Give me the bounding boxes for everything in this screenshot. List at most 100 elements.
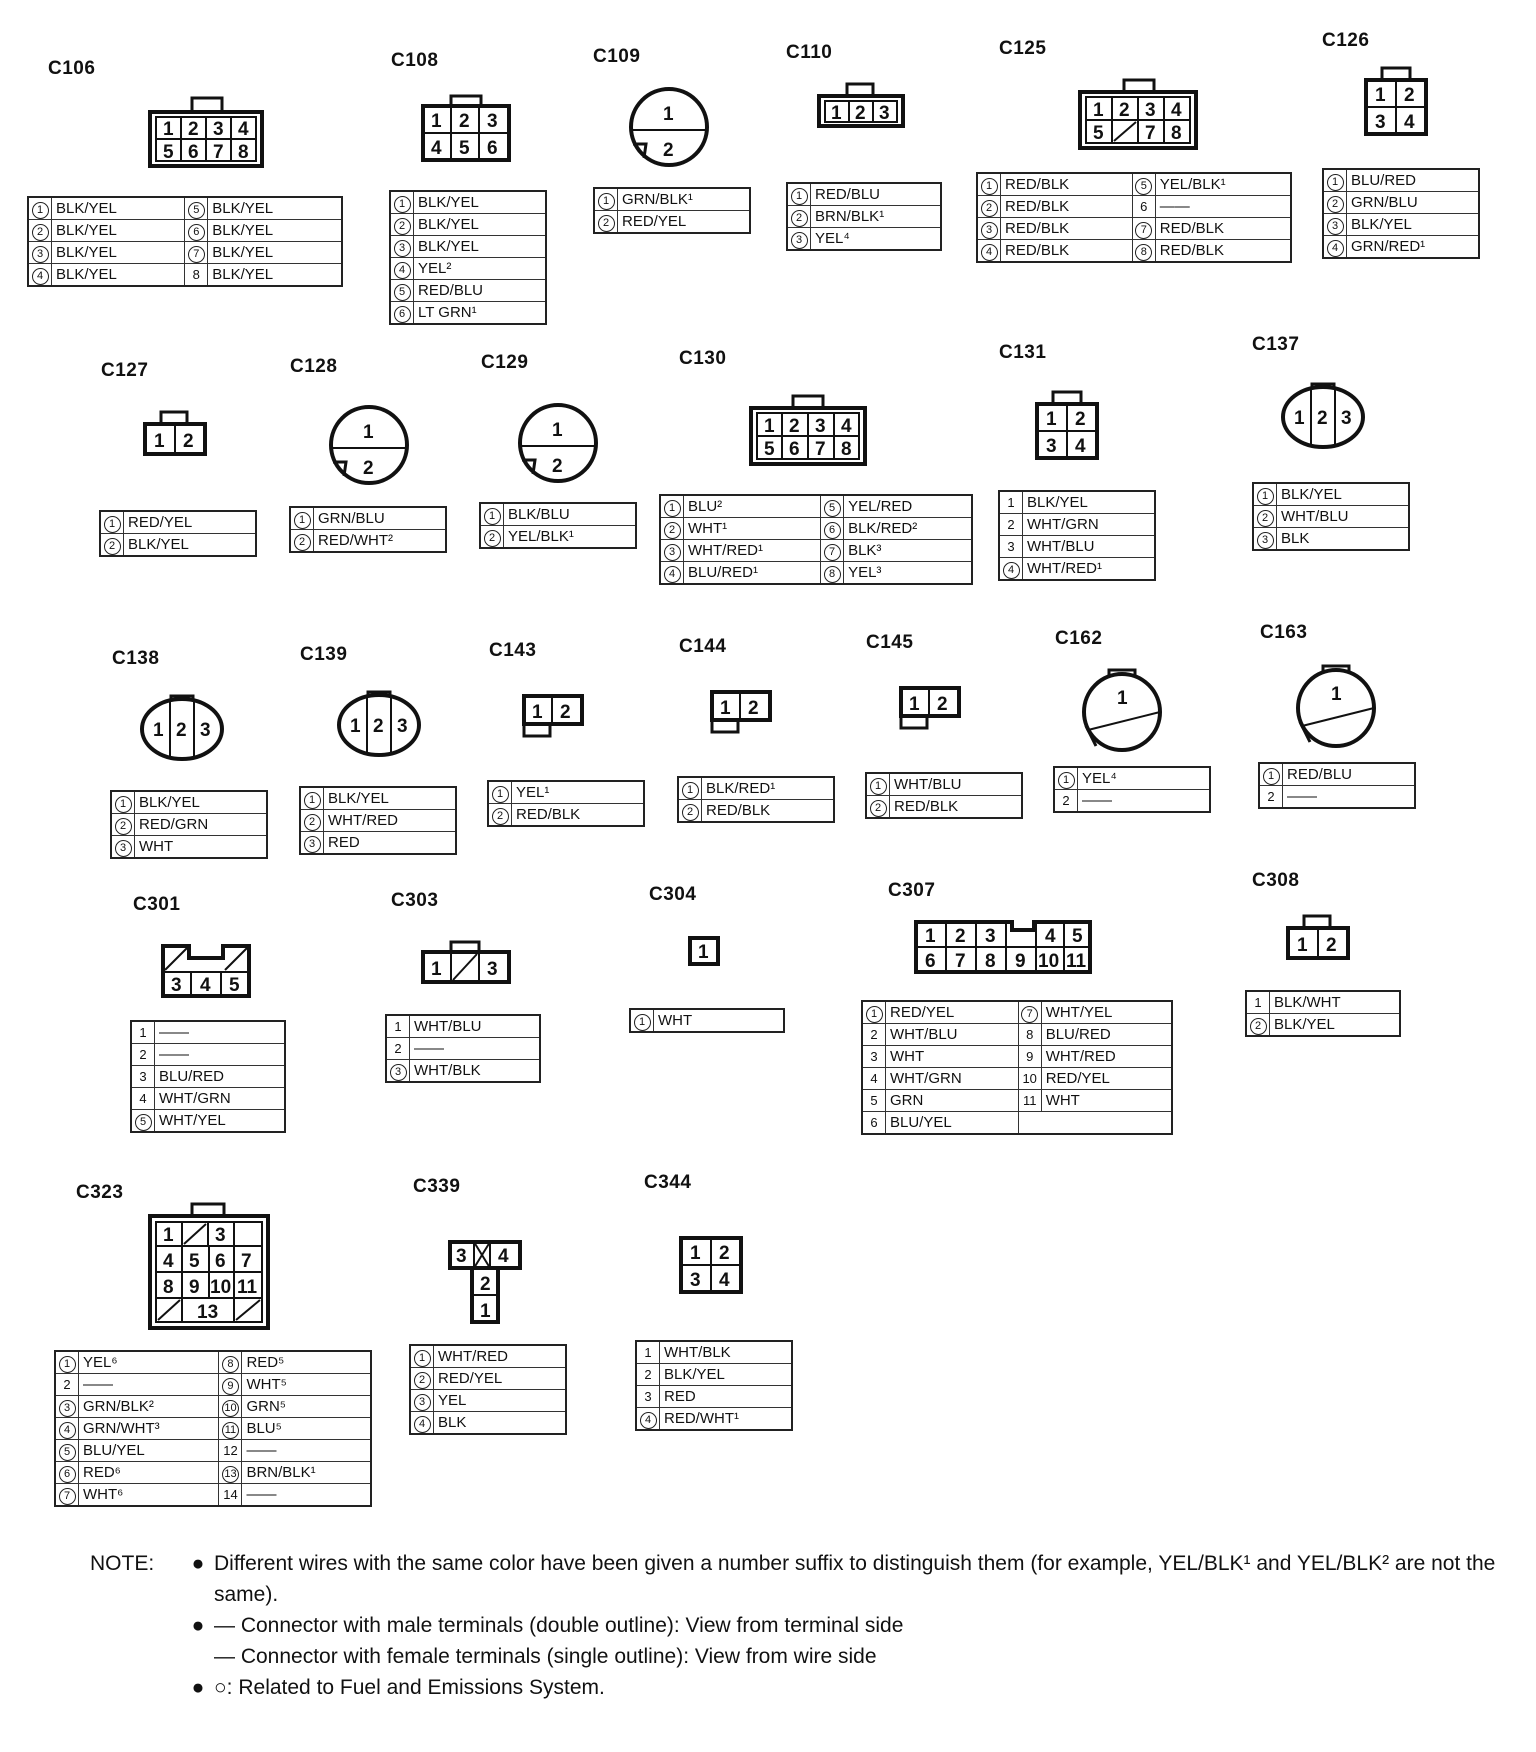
pin-number: 3	[1252, 527, 1277, 551]
pin-number: 3	[389, 235, 414, 258]
wire-color: YEL¹	[511, 780, 645, 804]
wire-color: WHT	[885, 1045, 1019, 1068]
connector-id: C308	[1252, 870, 1300, 891]
wire-color: RED/YEL	[123, 510, 257, 534]
svg-text:7: 7	[241, 1251, 252, 1272]
note-bullet-2a: — Connector with male terminals (double …	[214, 1614, 904, 1637]
connector-id: C143	[489, 640, 537, 661]
bullet-icon: ●	[191, 1552, 205, 1575]
pin-number: 3	[385, 1059, 410, 1083]
wire-color: BLK/YEL	[207, 263, 343, 287]
svg-text:4: 4	[498, 1246, 509, 1267]
note-label: NOTE:	[90, 1552, 155, 1575]
svg-text:1: 1	[363, 422, 374, 443]
svg-text:8: 8	[841, 439, 852, 460]
svg-text:2: 2	[373, 716, 384, 737]
pin-number: 3	[998, 535, 1023, 558]
pin-number: 7	[184, 241, 209, 264]
pin-number: 2	[659, 517, 684, 540]
svg-text:1: 1	[532, 702, 543, 723]
pin-number: 5	[130, 1109, 155, 1133]
pin-number: 2	[861, 1023, 886, 1046]
svg-text:3: 3	[213, 119, 224, 140]
pin-number: 1	[861, 1000, 886, 1024]
svg-text:8: 8	[1171, 123, 1182, 144]
svg-text:8: 8	[163, 1277, 174, 1298]
pin-number: 3	[110, 835, 135, 859]
connector-id: C304	[649, 884, 697, 905]
svg-text:4: 4	[1045, 926, 1056, 947]
svg-text:3: 3	[985, 926, 996, 947]
svg-text:1: 1	[1297, 935, 1308, 956]
pin-number: 2	[479, 525, 504, 549]
wire-color: RED/YEL	[617, 210, 751, 234]
wire-color: WHT	[1040, 1089, 1173, 1112]
wire-color: BLK/YEL	[123, 533, 257, 557]
wire-color: RED/BLK	[1154, 217, 1292, 240]
pin-number: 2	[389, 213, 414, 236]
pin-number: 2	[289, 529, 314, 553]
pin-number: 2	[99, 533, 124, 557]
svg-text:2: 2	[560, 702, 571, 723]
pin-number: 6	[184, 219, 209, 242]
wire-color: BLU²	[682, 494, 822, 518]
wire-color: RED/BLK	[1154, 239, 1292, 263]
wire-color: BLU/RED	[1040, 1023, 1173, 1046]
wire-color: GRN/RED¹	[1346, 235, 1480, 259]
connector-id: C163	[1260, 622, 1308, 643]
wire-color: WHT⁶	[77, 1483, 220, 1507]
connector-id: C162	[1055, 628, 1103, 649]
pin-number: 1	[1053, 766, 1078, 790]
wire-color: BLK/YEL	[323, 786, 457, 810]
wire-color: WHT/BLU	[885, 1023, 1019, 1046]
wire-color: BLK	[1276, 527, 1410, 551]
connector-id: C339	[413, 1176, 461, 1197]
svg-text:7: 7	[955, 951, 966, 972]
wire-color: RED	[323, 831, 457, 855]
pin-number: 5	[861, 1089, 886, 1112]
svg-text:4: 4	[1075, 436, 1086, 457]
svg-text:3: 3	[690, 1270, 701, 1291]
wire-color: WHT/BLU	[409, 1014, 541, 1038]
pin-number: 2	[865, 795, 890, 819]
wire-color: WHT/YEL	[1040, 1000, 1173, 1024]
wire-color: RED	[659, 1385, 793, 1408]
svg-text:2: 2	[955, 926, 966, 947]
pin-number: 1	[487, 780, 512, 804]
wire-color: ——	[241, 1483, 372, 1507]
wire-color: GRN/BLU	[1346, 191, 1480, 214]
pin-number: 13	[218, 1461, 243, 1484]
pin-number: 2	[976, 195, 1001, 218]
note-bullet-2b: — Connector with female terminals (singl…	[214, 1645, 877, 1668]
